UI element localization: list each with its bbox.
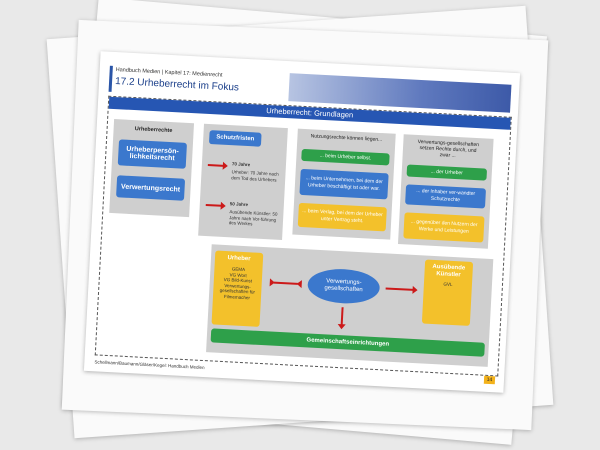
verwertungsrecht-box: Verwertungsrecht (116, 175, 186, 201)
term-70-heading: 70 Jahre (231, 161, 251, 168)
header-accent-bar (108, 65, 113, 92)
arrow-left-icon (273, 281, 298, 285)
slide-frame: Urheberrecht: Grundlagen Urheberrechte U… (94, 95, 512, 377)
kuenstler-panel: Ausübende Künstler GVL (421, 259, 474, 326)
urheber-selbst-box: ... beim Urheber selbst. (301, 148, 390, 166)
panel-title: Urheberrechte (134, 126, 173, 135)
urheberpersoenlichkeitsrecht-box: Urheberpersön-lichkeitsrecht (117, 139, 187, 169)
verlag-box: ... beim Verlag, bei dem der Urheber unt… (297, 202, 387, 232)
urheber-list: GEMA VG Wort VG Bild-Kunst Verwertungs-g… (219, 266, 256, 300)
kuenstler-title: Ausübende Künstler (432, 263, 466, 279)
gvl-label: GVL (443, 281, 453, 287)
urheberrechte-panel: Urheberrechte Urheberpersön-lichkeitsrec… (109, 119, 195, 218)
term-50-heading: 50 Jahre (229, 201, 249, 208)
term-50-text: Ausübende Künstler: 50 Jahre nach Vor-fü… (228, 209, 278, 227)
nutzer-box: ... gegenüber den Nutzern der Werke und … (403, 212, 485, 243)
panel-title: Verwertungs-gesellschaften setzen Rechte… (417, 138, 480, 159)
urheber-box: ... der Urheber (406, 164, 488, 181)
arrow-down-icon (340, 307, 344, 326)
page-footer: Schellmann/Baumann/Gläser/Kegel: Handbuc… (94, 359, 205, 371)
arrow-right-icon (385, 287, 414, 291)
gemeinschaftseinrichtungen-bar: Gemeinschaftseinrichtungen (210, 328, 485, 357)
verwertungsgesellschaften-panel: Verwertungs-gesellschaften setzen Rechte… (397, 134, 494, 249)
panel-title: Nutzungsrechte können liegen... (310, 133, 383, 144)
unternehmen-box: ... beim Unternehmen, bei dem der Urhebe… (299, 168, 389, 200)
inhaber-box: ... der Inhaber ver-wandter Schutzrechte (405, 184, 487, 209)
page-number: 14 (483, 375, 496, 385)
urheber-title: Urheber (227, 255, 251, 263)
verwertungsgesellschaften-ellipse: Verwertungs-gesellschaften (306, 267, 381, 306)
urheber-panel: Urheber GEMA VG Wort VG Bild-Kunst Verwe… (211, 250, 264, 327)
arrow-right-icon (207, 163, 224, 167)
schutzfristen-panel: Schutzfristen 70 Jahre Urheber: 70 Jahre… (198, 123, 288, 240)
document-page: Handbuch Medien | Kapitel 17: Medienrech… (83, 51, 521, 393)
arrow-right-icon (205, 203, 222, 207)
page-title: 17.2 Urheberrecht im Fokus (114, 76, 240, 94)
verwertung-diagram: Urheber GEMA VG Wort VG Bild-Kunst Verwe… (206, 244, 494, 367)
nutzungsrechte-panel: Nutzungsrechte können liegen... ... beim… (292, 128, 396, 240)
schutzfristen-box: Schutzfristen (208, 130, 262, 147)
term-70-text: Urheber: 70 Jahre nach dem Tod des Urheb… (231, 169, 279, 183)
